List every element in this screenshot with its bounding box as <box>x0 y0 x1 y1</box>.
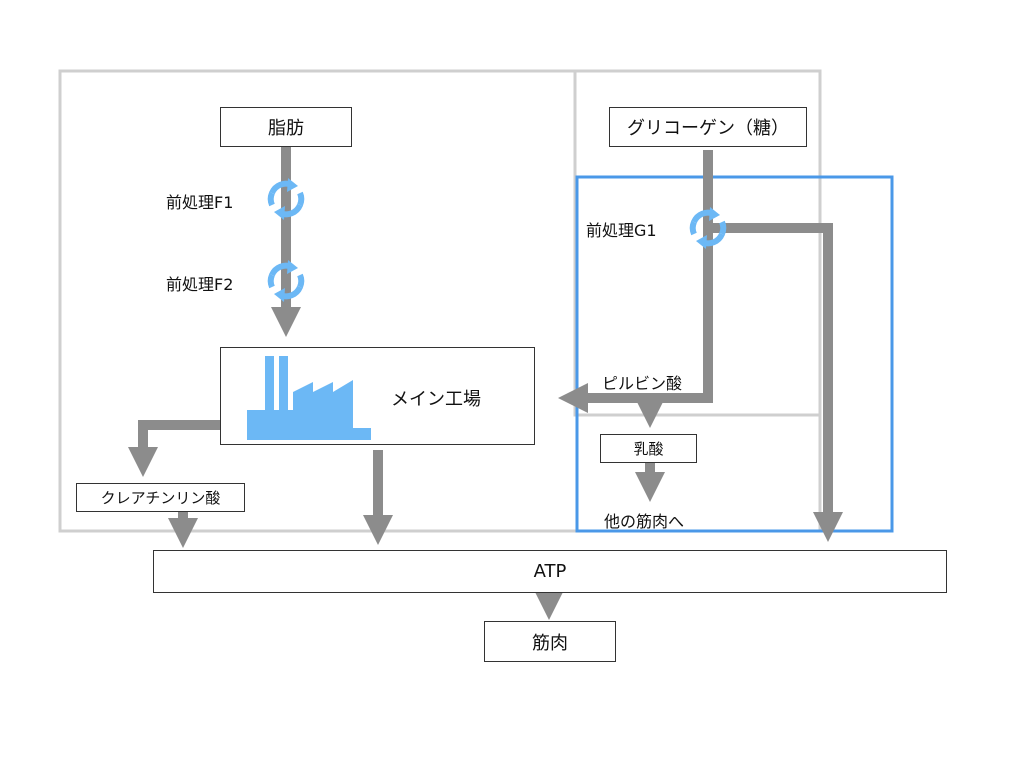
glycogen-group-frame <box>573 69 822 417</box>
factory-node: メイン工場 <box>220 347 535 445</box>
lactate-node-label: 乳酸 <box>633 440 664 458</box>
pyruvate-label: ピルビン酸 <box>602 374 683 393</box>
glycogen-node: グリコーゲン（糖） <box>609 107 807 147</box>
creatine-phosphate-node: クレアチンリン酸 <box>76 483 245 512</box>
muscle-node-label: 筋肉 <box>532 632 568 654</box>
factory-icon <box>247 356 371 440</box>
atp-node: ATP <box>153 550 947 593</box>
arrow-glycogen-to-atp <box>708 223 843 542</box>
fat-node-label: 脂肪 <box>268 118 304 139</box>
glycolysis-group-frame <box>575 175 894 533</box>
factory-node-label: メイン工場 <box>391 389 481 410</box>
arrow-factory-to-creatine <box>128 420 220 477</box>
atp-node-label: ATP <box>533 561 567 582</box>
preprocess-f2-label: 前処理F2 <box>166 275 234 294</box>
preprocess-f1-label: 前処理F1 <box>166 193 234 212</box>
lactate-node: 乳酸 <box>600 434 697 463</box>
fat-node: 脂肪 <box>220 107 352 147</box>
other-muscle-label: 他の筋肉へ <box>604 512 685 531</box>
glycogen-node-label: グリコーゲン（糖） <box>627 118 789 139</box>
arrow-glycogen-to-pyruvate <box>558 150 713 413</box>
creatine-phosphate-node-label: クレアチンリン酸 <box>100 489 221 507</box>
muscle-node: 筋肉 <box>484 621 616 662</box>
preprocess-g1-label: 前処理G1 <box>586 221 657 240</box>
